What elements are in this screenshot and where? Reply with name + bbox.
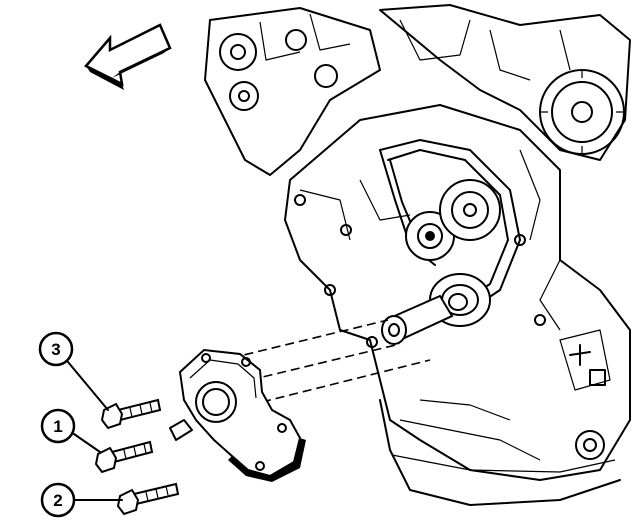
front-cover-illustration <box>169 348 306 482</box>
bolt-2 <box>116 482 180 516</box>
leader-lines <box>67 361 123 501</box>
callout-label: 2 <box>53 491 62 510</box>
callout-1: 1 <box>40 408 76 444</box>
callout-label: 1 <box>53 417 62 436</box>
engine-block-illustration <box>204 4 631 506</box>
direction-arrow-icon <box>84 23 172 90</box>
callout-3: 3 <box>38 331 74 367</box>
bolt-3 <box>100 398 162 430</box>
callout-2: 2 <box>40 482 76 518</box>
callout-label: 3 <box>51 340 60 359</box>
bolt-1 <box>94 440 154 474</box>
